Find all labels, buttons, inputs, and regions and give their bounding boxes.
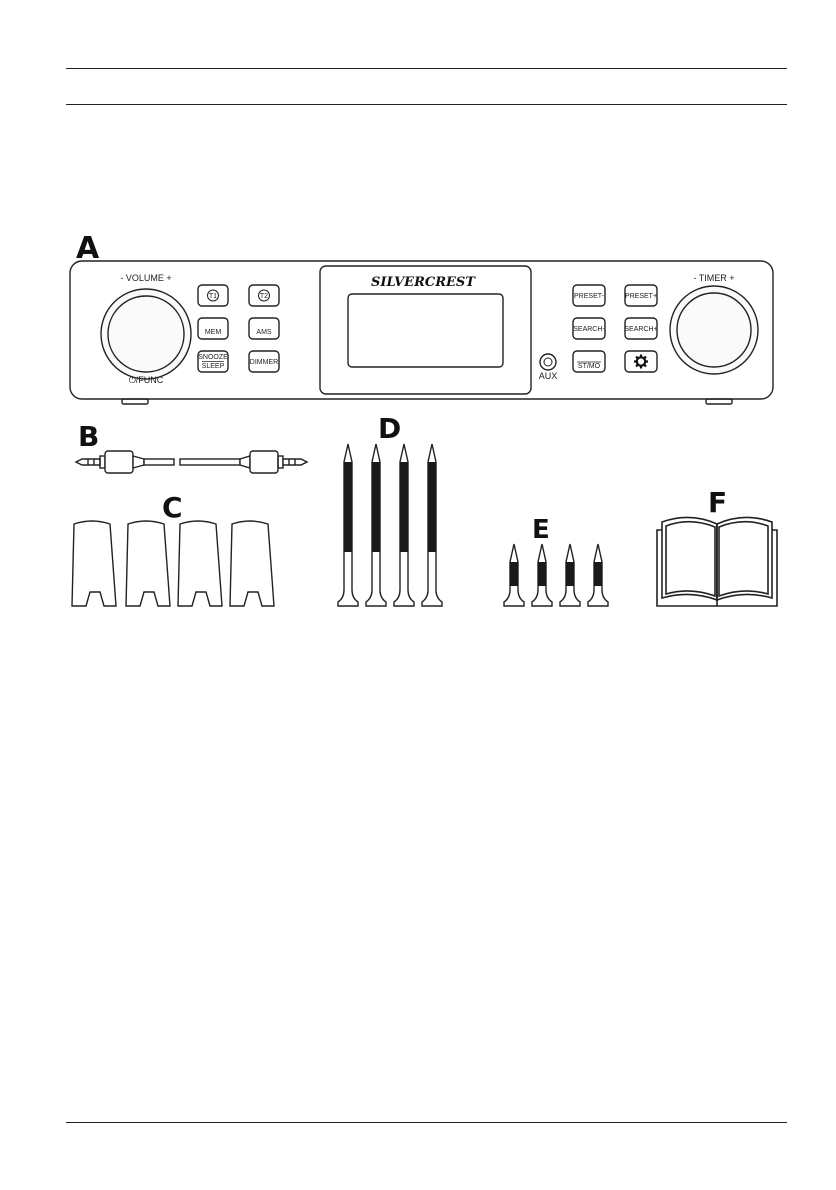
label-f: F	[708, 486, 727, 519]
mem-label: MEM	[205, 329, 222, 336]
aux-cable	[76, 451, 307, 473]
label-e: E	[532, 515, 550, 545]
screw	[338, 444, 358, 606]
ams-label: AMS	[256, 329, 272, 336]
footer-rule	[66, 1122, 787, 1123]
short-screws	[504, 544, 608, 606]
preset-minus-label: PRESET-	[574, 293, 605, 300]
func-label: ⏻/FUNC	[129, 375, 164, 385]
brand-logo: SILVERCREST	[371, 275, 476, 290]
t2-label: T2	[260, 293, 268, 300]
long-screws	[338, 444, 442, 606]
timer-label: - TIMER +	[693, 273, 734, 283]
volume-knob[interactable]	[101, 289, 191, 379]
package-contents-figure: A	[60, 222, 790, 614]
screw	[560, 544, 580, 606]
search-minus-label: SEARCH-	[573, 326, 605, 333]
search-plus-label: SEARCH+	[624, 326, 657, 333]
label-b: B	[78, 420, 99, 453]
snooze-label: SNOOZE	[198, 354, 228, 361]
label-d: D	[378, 412, 401, 445]
header-rule-bottom	[66, 104, 787, 105]
preset-plus-label: PRESET+	[625, 293, 657, 300]
spacer-blocks	[72, 521, 274, 606]
screw	[394, 444, 414, 606]
display-screen	[348, 294, 503, 367]
screw	[504, 544, 524, 606]
sleep-label: SLEEP	[202, 363, 225, 370]
header-rule-top	[66, 68, 787, 69]
manual-book-icon	[657, 517, 777, 606]
screw	[588, 544, 608, 606]
screw	[532, 544, 552, 606]
volume-label: - VOLUME +	[120, 273, 171, 283]
screw	[366, 444, 386, 606]
label-c: C	[162, 491, 183, 524]
stmo-label: ST/MO	[578, 363, 601, 370]
screw	[422, 444, 442, 606]
dimmer-label: DIMMER	[250, 359, 278, 366]
timer-knob[interactable]	[670, 286, 758, 374]
aux-label: AUX	[539, 371, 558, 381]
t1-label: T1	[209, 293, 217, 300]
